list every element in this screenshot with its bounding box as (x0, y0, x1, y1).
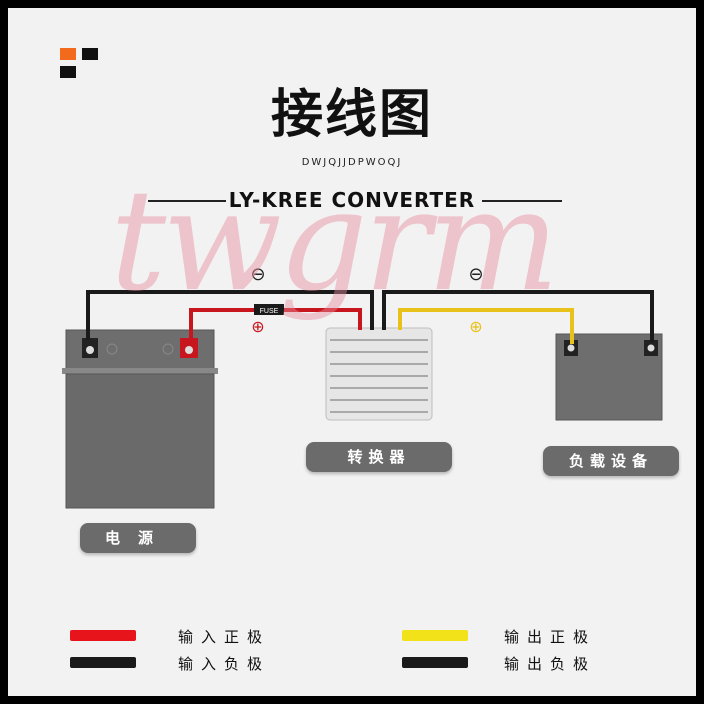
page-title: 接线图 (270, 85, 433, 145)
input-negative-marker: ⊖ (250, 264, 265, 285)
load-pos-screw (567, 344, 575, 352)
legend-label-input-negative: 输入负极 (178, 655, 271, 673)
wire-output-positive (398, 308, 574, 344)
load-device (555, 333, 663, 421)
battery-body (65, 373, 215, 509)
wire-output-negative (382, 290, 654, 342)
output-negative-marker: ⊖ (468, 264, 483, 285)
wire-input-negative (86, 290, 374, 340)
power-supply-label: 电源 (80, 523, 196, 553)
battery-neg-symbol (106, 343, 118, 355)
fuse (254, 304, 284, 315)
logo-black-square-bottom (60, 66, 76, 78)
fuse-label: FUSE (260, 308, 279, 315)
title-rule-left (148, 200, 226, 202)
legend-label-output-positive: 输出正极 (504, 628, 597, 646)
title-rule-right (482, 200, 562, 202)
battery (62, 329, 218, 509)
legend-swatch-input-negative (70, 657, 136, 668)
converter-body (325, 327, 433, 421)
watermark: twgrm (110, 160, 559, 323)
converter-fins (330, 339, 428, 413)
logo-black-square-top (82, 48, 98, 60)
load-device-label: 负载设备 (543, 446, 679, 476)
logo-orange-square (60, 48, 76, 60)
subtitle: DWJQJJDPWOQJ (301, 157, 403, 168)
battery-pos-symbol (162, 343, 174, 355)
battery-rim (62, 368, 218, 374)
legend-swatch-input-positive (70, 630, 136, 641)
converter-label: 转换器 (306, 442, 452, 472)
legend-label-output-negative: 输出负极 (504, 655, 597, 673)
legend-swatch-output-positive (402, 630, 468, 641)
input-positive-marker: ⊕ (251, 317, 264, 336)
output-positive-marker: ⊕ (469, 317, 482, 336)
converter-title: LY-KREE CONVERTER (228, 188, 476, 212)
battery-neg-screw (86, 346, 94, 354)
battery-pos-screw (185, 346, 193, 354)
load-neg-screw (647, 344, 655, 352)
legend-swatch-output-negative (402, 657, 468, 668)
legend-label-input-positive: 输入正极 (178, 628, 271, 646)
converter-module (325, 327, 433, 421)
